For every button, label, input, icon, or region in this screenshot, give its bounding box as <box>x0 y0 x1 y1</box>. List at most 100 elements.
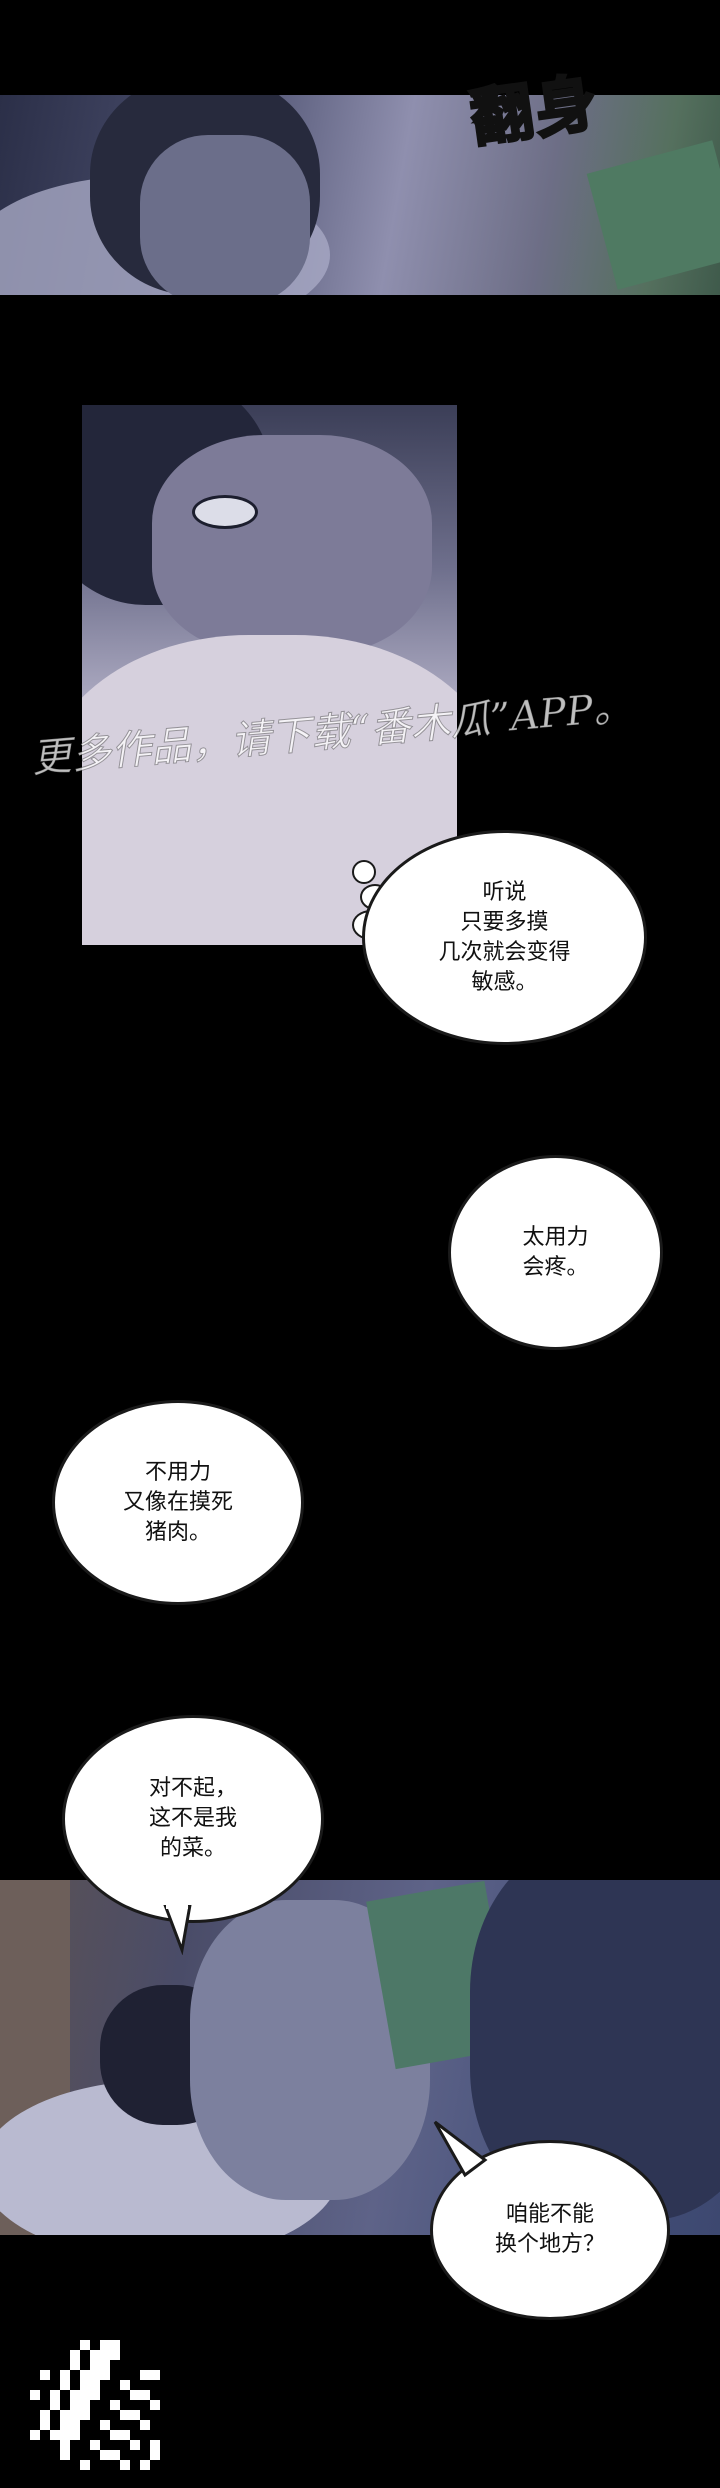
qr-module <box>140 2380 150 2390</box>
qr-module <box>140 2400 150 2410</box>
qr-module <box>130 2450 140 2460</box>
qr-module <box>130 2340 140 2350</box>
qr-module <box>130 2420 140 2430</box>
qr-module <box>100 2440 110 2450</box>
qr-module <box>80 2400 90 2410</box>
face-shape <box>152 435 432 655</box>
qr-module <box>60 2370 70 2380</box>
qr-module <box>140 2350 150 2360</box>
speech-bubble-2: 太用力 会疼。 <box>448 1155 663 1350</box>
qr-module <box>120 2350 130 2360</box>
qr-module <box>150 2450 160 2460</box>
qr-module <box>150 2420 160 2430</box>
panel-1 <box>0 95 720 295</box>
qr-module <box>30 2460 40 2470</box>
qr-module <box>130 2390 140 2400</box>
qr-module <box>50 2340 60 2350</box>
qr-module <box>40 2460 50 2470</box>
qr-module <box>90 2370 100 2380</box>
qr-module <box>70 2440 80 2450</box>
qr-module <box>150 2390 160 2400</box>
qr-module <box>50 2420 60 2430</box>
qr-module <box>60 2420 70 2430</box>
speech-bubble-4: 对不起， 这不是我 的菜。 <box>62 1715 324 1923</box>
qr-module <box>150 2400 160 2410</box>
qr-module <box>80 2460 90 2470</box>
qr-module <box>110 2350 120 2360</box>
qr-module <box>110 2340 120 2350</box>
thought-dot <box>352 860 376 884</box>
qr-module <box>30 2430 40 2440</box>
qr-module <box>110 2440 120 2450</box>
qr-module <box>90 2450 100 2460</box>
qr-module <box>80 2360 90 2370</box>
qr-module <box>50 2370 60 2380</box>
qr-module <box>90 2440 100 2450</box>
qr-module <box>110 2380 120 2390</box>
qr-module <box>50 2410 60 2420</box>
qr-module <box>40 2390 50 2400</box>
sleeve-shape <box>586 140 720 290</box>
speech-bubble-1: 听说 只要多摸 几次就会变得 敏感。 <box>362 830 647 1045</box>
qr-module <box>70 2430 80 2440</box>
qr-module <box>120 2450 130 2460</box>
qr-module <box>130 2410 140 2420</box>
qr-module <box>70 2400 80 2410</box>
qr-module <box>130 2460 140 2470</box>
qr-module <box>30 2410 40 2420</box>
qr-module <box>60 2410 70 2420</box>
qr-module <box>110 2400 120 2410</box>
qr-module <box>90 2400 100 2410</box>
qr-module <box>30 2420 40 2430</box>
qr-module <box>150 2360 160 2370</box>
qr-module <box>110 2460 120 2470</box>
qr-module <box>30 2390 40 2400</box>
bubble-tail-4 <box>163 1905 192 1955</box>
qr-module <box>40 2380 50 2390</box>
qr-module <box>60 2460 70 2470</box>
qr-module <box>140 2430 150 2440</box>
panel-2 <box>82 405 457 945</box>
qr-module <box>90 2340 100 2350</box>
qr-module <box>110 2420 120 2430</box>
qr-module <box>100 2410 110 2420</box>
bubble-text-4: 对不起， 这不是我 的菜。 <box>148 1776 237 1861</box>
qr-module <box>80 2340 90 2350</box>
bubble-text-1: 听说 只要多摸 几次就会变得 敏感。 <box>438 879 571 995</box>
qr-module <box>40 2420 50 2430</box>
qr-module <box>50 2390 60 2400</box>
qr-module <box>130 2440 140 2450</box>
qr-module <box>40 2450 50 2460</box>
qr-module <box>40 2410 50 2420</box>
qr-module <box>130 2350 140 2360</box>
qr-module <box>120 2340 130 2350</box>
qr-module <box>150 2430 160 2440</box>
qr-module <box>30 2350 40 2360</box>
qr-module <box>110 2410 120 2420</box>
qr-module <box>40 2400 50 2410</box>
qr-module <box>60 2440 70 2450</box>
qr-module <box>40 2430 50 2440</box>
qr-module <box>50 2380 60 2390</box>
qr-module <box>130 2400 140 2410</box>
bubble-text-5: 咱能不能 换个地方？ <box>494 2202 605 2257</box>
qr-module <box>100 2420 110 2430</box>
qr-module <box>100 2450 110 2460</box>
qr-module <box>120 2420 130 2430</box>
qr-module <box>30 2450 40 2460</box>
qr-module <box>30 2440 40 2450</box>
qr-module <box>140 2440 150 2450</box>
qr-module <box>50 2460 60 2470</box>
qr-module <box>120 2410 130 2420</box>
qr-module <box>150 2440 160 2450</box>
qr-module <box>30 2340 40 2350</box>
bubble-tail-5 <box>433 2120 488 2178</box>
sound-effect: 翻身 <box>465 64 605 157</box>
qr-module <box>140 2410 150 2420</box>
qr-module <box>60 2350 70 2360</box>
qr-module <box>80 2430 90 2440</box>
qr-module <box>60 2430 70 2440</box>
qr-module <box>110 2430 120 2440</box>
qr-module <box>90 2350 100 2360</box>
qr-module <box>150 2410 160 2420</box>
